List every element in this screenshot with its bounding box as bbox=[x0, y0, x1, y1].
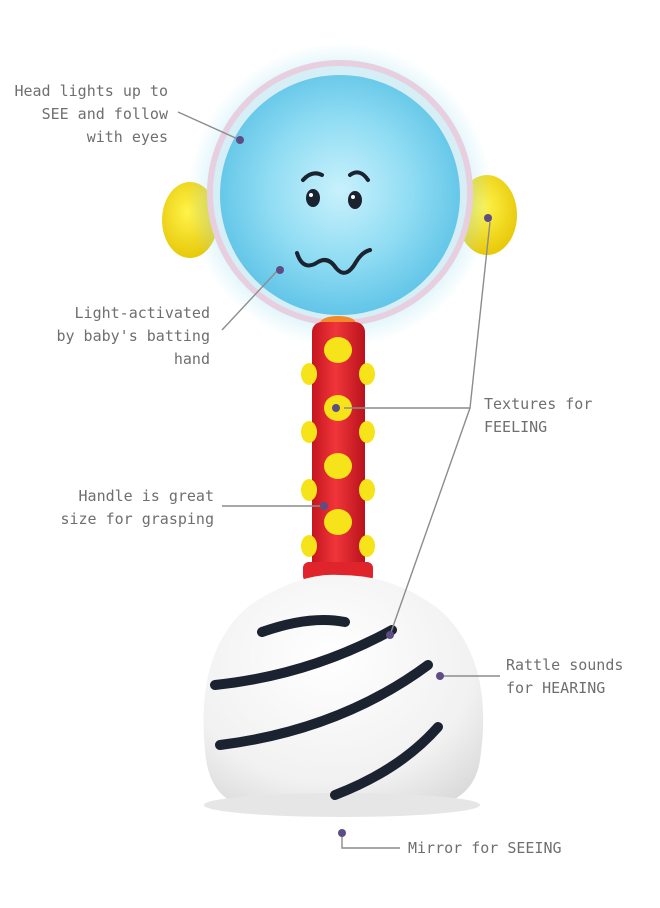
callout-lines bbox=[177, 111, 500, 849]
callout-line: FEELING bbox=[484, 418, 548, 436]
right-eyebrow bbox=[348, 170, 370, 182]
callout-light-activated: Light-activated by baby's batting hand bbox=[56, 302, 210, 371]
callout-line: hand bbox=[173, 350, 210, 368]
callout-line: by baby's batting bbox=[56, 327, 210, 345]
callout-mirror: Mirror for SEEING bbox=[408, 837, 562, 860]
callout-line: Rattle sounds bbox=[506, 656, 624, 674]
smile bbox=[295, 248, 372, 275]
light-up-head bbox=[220, 75, 460, 315]
right-eye bbox=[348, 191, 362, 209]
callout-line: SEE and follow bbox=[41, 105, 168, 123]
callout-line: Light-activated bbox=[74, 304, 210, 322]
left-eyebrow bbox=[301, 171, 324, 182]
callout-head-lights: Head lights up to SEE and follow with ey… bbox=[14, 80, 168, 149]
handle bbox=[312, 322, 365, 577]
left-eye bbox=[306, 189, 320, 207]
callout-dots bbox=[236, 136, 492, 837]
callout-line: for HEARING bbox=[506, 679, 606, 697]
callout-handle: Handle is great size for grasping bbox=[60, 485, 214, 531]
callout-rattle: Rattle sounds for HEARING bbox=[506, 654, 623, 700]
rattle-base bbox=[203, 574, 484, 814]
callout-line: Mirror for SEEING bbox=[408, 839, 562, 857]
callout-line: with eyes bbox=[86, 128, 168, 146]
callout-line: size for grasping bbox=[60, 510, 214, 528]
callout-line: Head lights up to bbox=[14, 82, 168, 100]
callout-line: Handle is great bbox=[78, 487, 214, 505]
callout-textures: Textures for FEELING bbox=[484, 393, 592, 439]
base-stripes bbox=[210, 614, 443, 800]
callout-line: Textures for bbox=[484, 395, 593, 413]
